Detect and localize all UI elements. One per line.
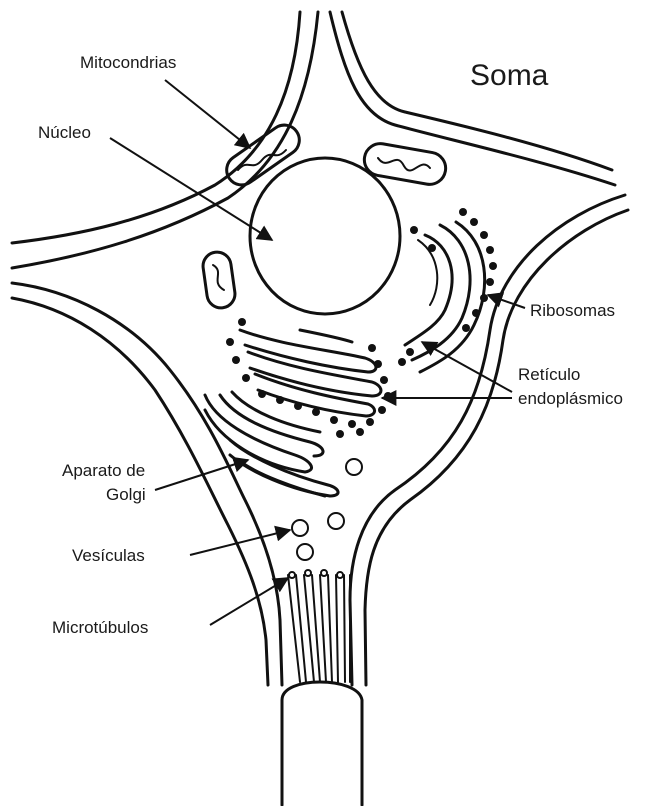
axon [282,682,362,805]
nucleus [250,158,400,314]
label-microtubulos: Microtúbulos [52,618,148,637]
pointer-nucleo [110,138,272,240]
rough-er-lower [240,330,381,416]
mitochondria [201,119,448,309]
label-reticulo-line2: endoplásmico [518,389,623,408]
label-aparato-line1: Aparato de [62,461,145,480]
pointer-mitocondrias [165,80,250,148]
rough-er-right [405,222,485,372]
label-aparato-line2: Golgi [106,485,146,504]
label-vesiculas: Vesículas [72,546,145,565]
label-ribosomas: Ribosomas [530,301,615,320]
label-soma: Soma [470,59,549,92]
pointer-lines [110,80,525,625]
pointer-microtubulos [210,578,288,625]
label-reticulo-line1: Retículo [518,365,580,384]
label-nucleo: Núcleo [38,123,91,142]
vesicles [292,459,362,560]
label-mitocondrias: Mitocondrias [80,53,176,72]
microtubules [288,570,350,682]
